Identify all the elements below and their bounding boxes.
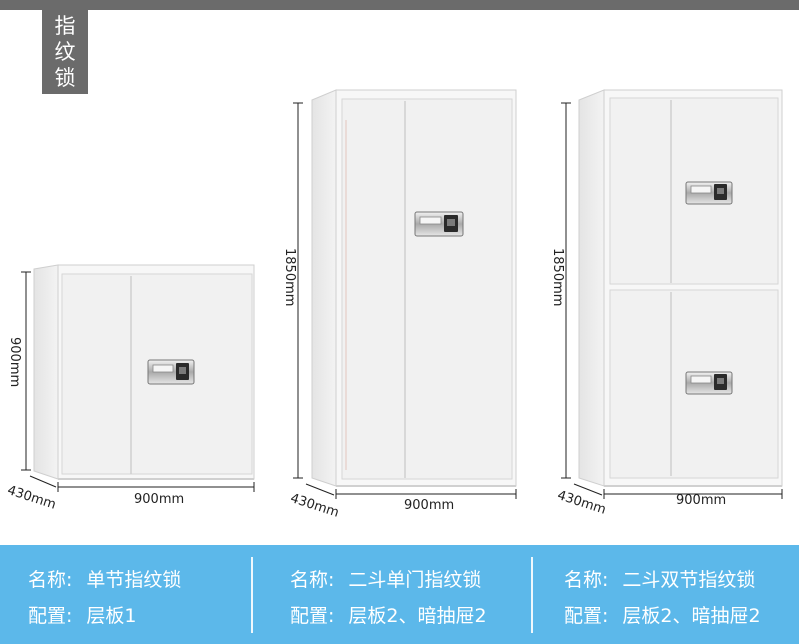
spec-config-value: 层板1 bbox=[86, 605, 137, 627]
spec-band: 名称: 单节指纹锁 配置: 层板1 名称: 二斗单门指纹锁 配置: 层板2、暗抽屉2 名… bbox=[0, 545, 799, 644]
spec-column: 名称: 二斗双节指纹锁 配置: 层板2、暗抽屉2 bbox=[564, 545, 796, 644]
height-label: 1850mm bbox=[282, 248, 297, 307]
column-divider bbox=[251, 557, 253, 633]
spec-name-label: 名称: bbox=[28, 569, 73, 591]
spec-name-row: 名称: 二斗双节指纹锁 bbox=[564, 565, 755, 592]
cabinet-double-section bbox=[578, 89, 783, 487]
dimension-lines bbox=[21, 102, 783, 499]
fingerprint-lock-icon bbox=[685, 371, 733, 395]
spec-config-value: 层板2、暗抽屉2 bbox=[622, 605, 761, 627]
spec-name-label: 名称: bbox=[564, 569, 609, 591]
spec-config-label: 配置: bbox=[564, 605, 609, 627]
height-label: 1850mm bbox=[550, 248, 565, 307]
spec-config-value: 层板2、暗抽屉2 bbox=[348, 605, 487, 627]
fingerprint-lock-icon bbox=[414, 211, 464, 237]
width-label: 900mm bbox=[134, 492, 185, 507]
height-label: 900mm bbox=[7, 337, 22, 388]
spec-column: 名称: 单节指纹锁 配置: 层板1 bbox=[28, 545, 294, 644]
category-tag-char: 锁 bbox=[54, 66, 76, 90]
category-tag-char: 纹 bbox=[54, 40, 76, 64]
cabinet-double-door bbox=[311, 89, 517, 487]
spec-name-value: 二斗双节指纹锁 bbox=[622, 569, 756, 591]
column-divider bbox=[531, 557, 533, 633]
spec-name-value: 二斗单门指纹锁 bbox=[348, 569, 482, 591]
spec-config-row: 配置: 层板1 bbox=[28, 601, 137, 628]
top-bar bbox=[0, 0, 799, 10]
spec-column: 名称: 二斗单门指纹锁 配置: 层板2、暗抽屉2 bbox=[290, 545, 556, 644]
spec-name-row: 名称: 二斗单门指纹锁 bbox=[290, 565, 481, 592]
width-label: 900mm bbox=[676, 493, 727, 508]
width-label: 900mm bbox=[404, 498, 455, 513]
spec-config-label: 配置: bbox=[290, 605, 335, 627]
spec-name-value: 单节指纹锁 bbox=[86, 569, 182, 591]
cabinets-illustration bbox=[21, 89, 783, 499]
category-tag-char: 指 bbox=[54, 14, 76, 38]
spec-config-row: 配置: 层板2、暗抽屉2 bbox=[290, 601, 487, 628]
fingerprint-lock-icon bbox=[685, 181, 733, 205]
spec-name-label: 名称: bbox=[290, 569, 335, 591]
spec-config-row: 配置: 层板2、暗抽屉2 bbox=[564, 601, 761, 628]
spec-config-label: 配置: bbox=[28, 605, 73, 627]
cabinet-single-section bbox=[33, 264, 255, 480]
spec-name-row: 名称: 单节指纹锁 bbox=[28, 565, 181, 592]
category-tag: 指 纹 锁 bbox=[42, 10, 88, 94]
fingerprint-lock-icon bbox=[147, 359, 195, 385]
